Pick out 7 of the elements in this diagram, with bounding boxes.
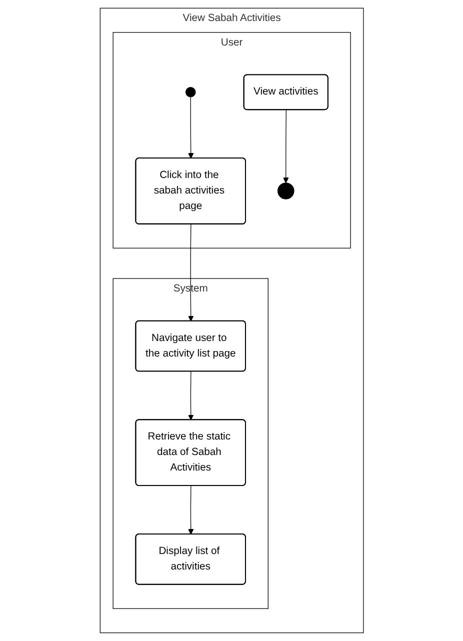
- node-bullseye: [277, 182, 294, 200]
- arrow: [188, 371, 194, 420]
- arrow: [188, 96, 194, 159]
- arrow: [188, 224, 194, 322]
- arrow: [282, 110, 288, 184]
- node-circle: [185, 86, 196, 98]
- arrow: [188, 486, 194, 535]
